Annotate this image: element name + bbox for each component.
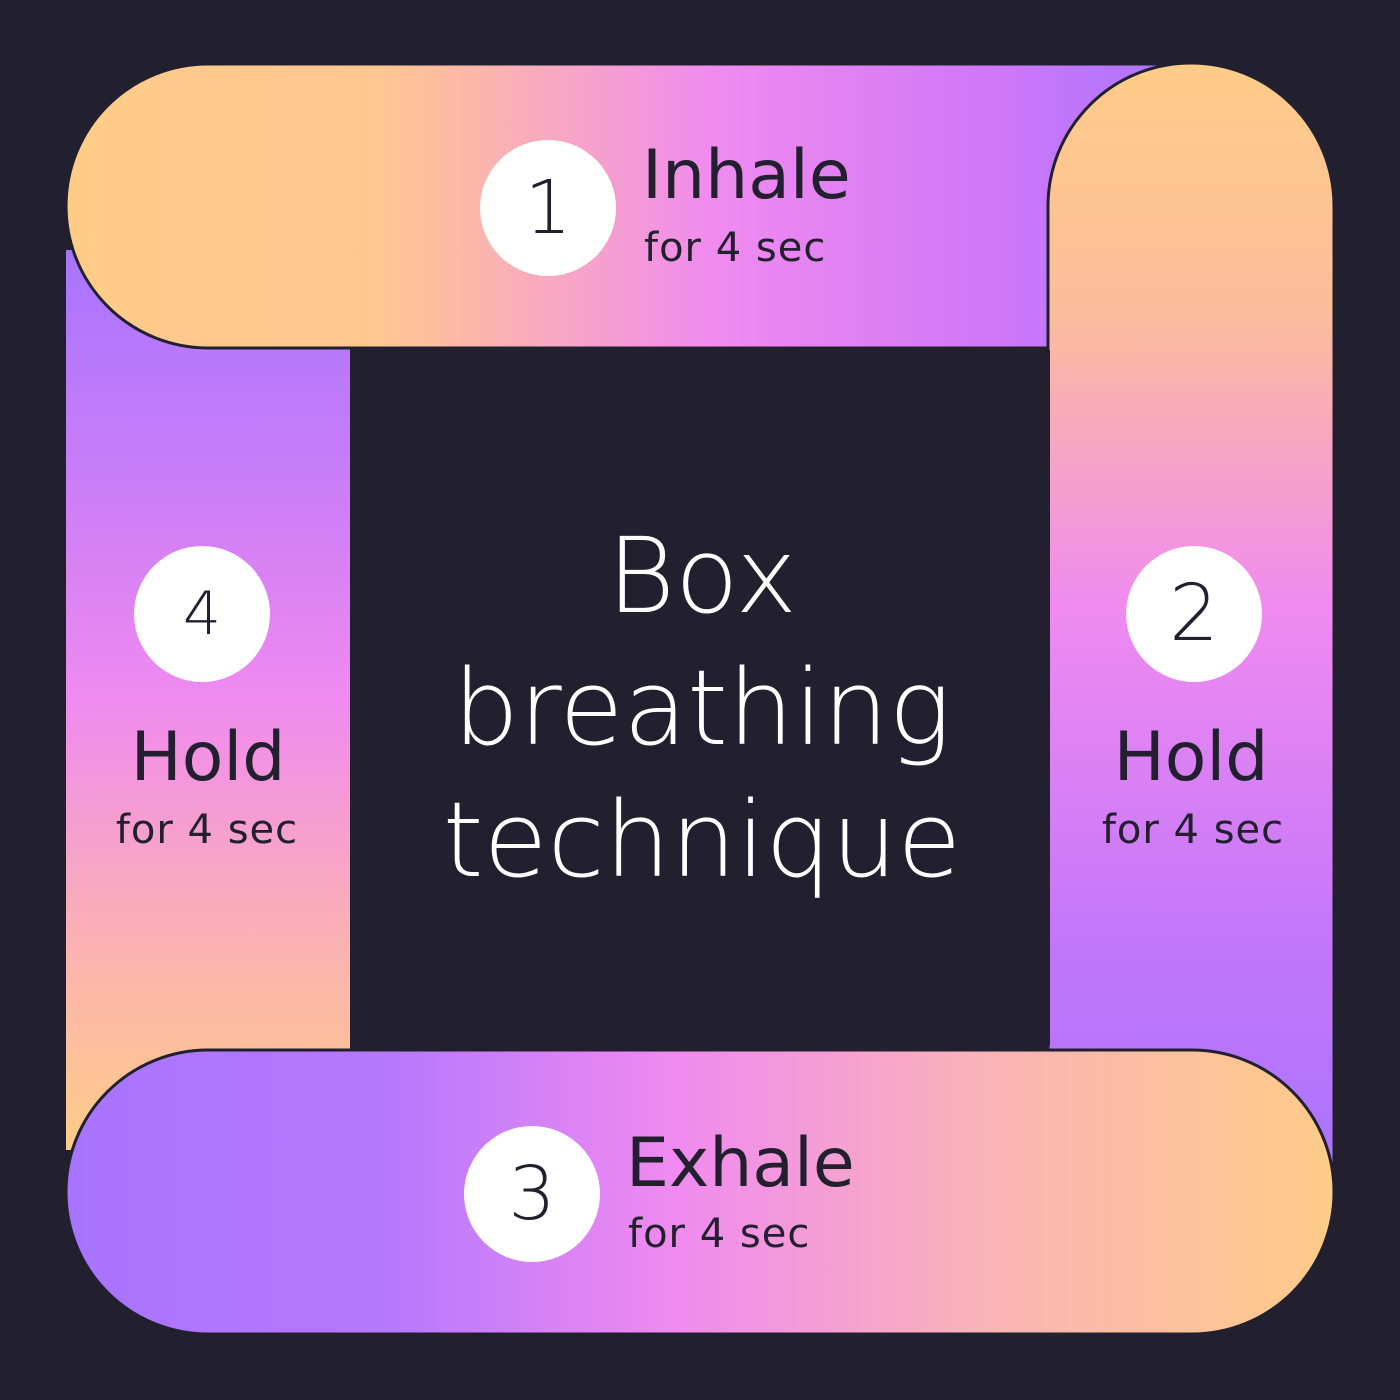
step-3-title: Exhale [626,1124,855,1203]
step-4-number: 4 [182,579,222,649]
step-1-number: 1 [524,165,572,251]
step-4-duration: for 4 sec [115,807,299,853]
step-4-title: Hold [130,718,286,797]
step-2-duration: for 4 sec [1101,807,1285,853]
step-1-badge: 1 [480,140,616,276]
step-2-number: 2 [1169,569,1219,659]
page-title: Box breathing technique [352,510,1052,906]
step-2-title: Hold [1113,718,1269,797]
step-3-badge: 3 [464,1126,600,1262]
title-line-2: breathing [452,647,952,769]
title-line-3: technique [442,779,962,901]
step-1-duration: for 4 sec [644,225,827,271]
step-1-title: Inhale [642,136,851,215]
left-bar [66,250,350,1150]
center-square [350,350,1050,1046]
top-bar [64,62,1192,350]
step-4-badge: 4 [134,546,270,682]
step-2-badge: 2 [1126,546,1262,682]
step-3-duration: for 4 sec [628,1211,811,1257]
step-3-number: 3 [508,1151,556,1237]
title-line-1: Box [606,515,798,637]
bottom-bar [64,1048,1336,1336]
